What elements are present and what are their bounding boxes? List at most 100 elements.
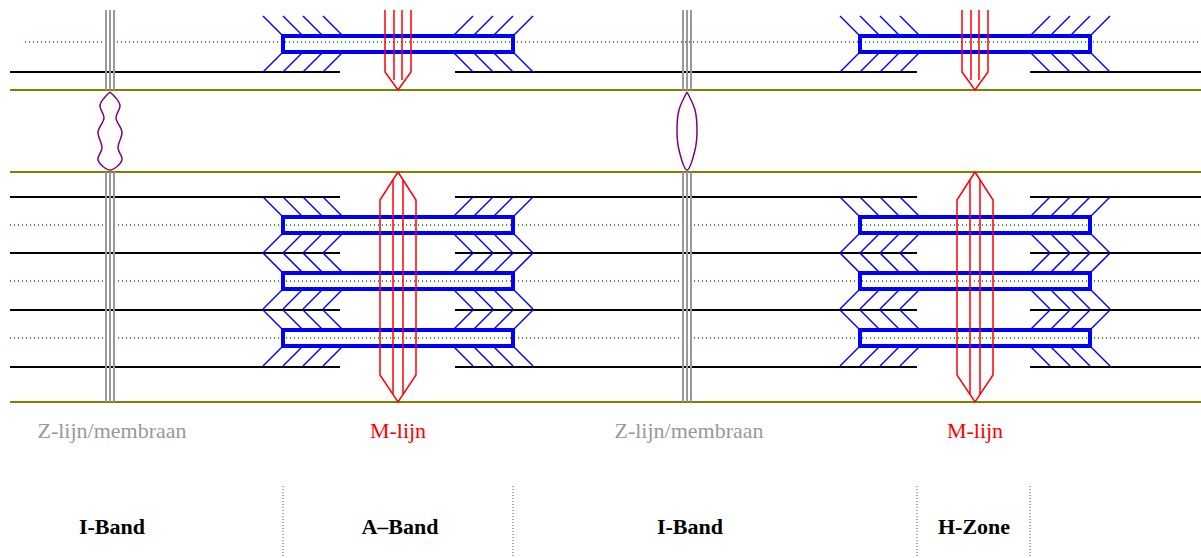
- myosin-head: [880, 197, 900, 217]
- myosin-filament: [860, 330, 1090, 346]
- myosin-head: [880, 310, 900, 330]
- myosin-head: [283, 289, 303, 309]
- myosin-head: [473, 310, 493, 330]
- myosin-head: [900, 52, 920, 72]
- myosin-head: [1030, 233, 1050, 253]
- myosin-filament: [283, 36, 513, 52]
- myosin-head: [1070, 310, 1090, 330]
- myosin-head: [323, 52, 343, 72]
- myosin-head: [900, 310, 920, 330]
- myosin-head: [1090, 289, 1110, 309]
- myosin-head: [263, 346, 283, 366]
- myosin-head: [860, 346, 880, 366]
- myosin-head: [283, 310, 303, 330]
- myosin-head: [1090, 197, 1110, 217]
- m-line: [392, 180, 394, 394]
- band-label: A–Band: [361, 516, 438, 538]
- myosin-head: [1050, 346, 1070, 366]
- myosin-head: [453, 346, 473, 366]
- myosin-head: [263, 289, 283, 309]
- actin-filament: [10, 196, 340, 198]
- m-line: [401, 10, 403, 80]
- myosin-head: [513, 233, 533, 253]
- myosin-head: [840, 289, 860, 309]
- myosin-head: [303, 289, 323, 309]
- actin-filament: [1030, 309, 1201, 311]
- myosin-head: [453, 16, 473, 36]
- myosin-head: [1070, 233, 1090, 253]
- myosin-head: [323, 310, 343, 330]
- titin-line: [10, 224, 1201, 226]
- m-line: [970, 10, 972, 80]
- myosin-head: [1090, 16, 1110, 36]
- myosin-head: [453, 197, 473, 217]
- actin-filament: [1030, 366, 1201, 368]
- myosin-head: [1090, 310, 1110, 330]
- myosin-head: [1070, 253, 1090, 273]
- myosin-head: [840, 197, 860, 217]
- myosin-head: [1030, 289, 1050, 309]
- myosin-head: [1070, 289, 1090, 309]
- myosin-head: [860, 310, 880, 330]
- m-line: [957, 172, 993, 402]
- myosin-head: [1050, 197, 1070, 217]
- band-separator: [1030, 486, 1031, 558]
- myosin-head: [1070, 346, 1090, 366]
- myosin-head: [263, 16, 283, 36]
- myosin-head: [840, 346, 860, 366]
- z-line-label: Z-lijn/membraan: [37, 420, 186, 442]
- z-line: [105, 172, 107, 402]
- myosin-head: [1050, 52, 1070, 72]
- myosin-head: [473, 52, 493, 72]
- myosin-head: [513, 16, 533, 36]
- myosin-head: [493, 289, 513, 309]
- myosin-head: [493, 310, 513, 330]
- myosin-head: [453, 52, 473, 72]
- m-line: [978, 10, 980, 80]
- myosin-head: [323, 233, 343, 253]
- myosin-head: [1050, 310, 1070, 330]
- myosin-head: [283, 52, 303, 72]
- myosin-head: [473, 253, 493, 273]
- actin-filament: [1030, 196, 1201, 198]
- z-line: [682, 172, 684, 402]
- myosin-filament: [860, 217, 1090, 233]
- actin-filament: [1030, 71, 1201, 73]
- myosin-head: [1030, 346, 1050, 366]
- myosin-head: [1050, 289, 1070, 309]
- actin-filament: [10, 252, 340, 254]
- membrane-line: [10, 89, 1201, 91]
- z-line: [690, 10, 692, 90]
- myosin-head: [513, 346, 533, 366]
- titin-line: [10, 337, 1201, 339]
- z-line: [113, 172, 115, 402]
- m-line-label: M-lijn: [947, 420, 1003, 442]
- m-line: [979, 180, 981, 394]
- m-line: [962, 10, 988, 90]
- myosin-head: [900, 197, 920, 217]
- myosin-head: [323, 289, 343, 309]
- myosin-head: [323, 253, 343, 273]
- myosin-head: [283, 346, 303, 366]
- myosin-head: [840, 16, 860, 36]
- myosin-head: [1090, 52, 1110, 72]
- myosin-head: [900, 253, 920, 273]
- titin-line: [25, 41, 1201, 43]
- myosin-head: [513, 310, 533, 330]
- myosin-head: [473, 16, 493, 36]
- actin-filament: [1030, 252, 1201, 254]
- myosin-head: [493, 253, 513, 273]
- myosin-head: [860, 52, 880, 72]
- z-line: [690, 172, 692, 402]
- myosin-head: [900, 16, 920, 36]
- myosin-head: [323, 16, 343, 36]
- myosin-head: [493, 233, 513, 253]
- titin-line: [10, 280, 1201, 282]
- actin-filament: [10, 71, 340, 73]
- actin-filament: [10, 309, 340, 311]
- z-line: [109, 172, 111, 402]
- myosin-head: [880, 346, 900, 366]
- myosin-head: [900, 289, 920, 309]
- myosin-filament: [283, 217, 513, 233]
- m-line: [969, 180, 971, 394]
